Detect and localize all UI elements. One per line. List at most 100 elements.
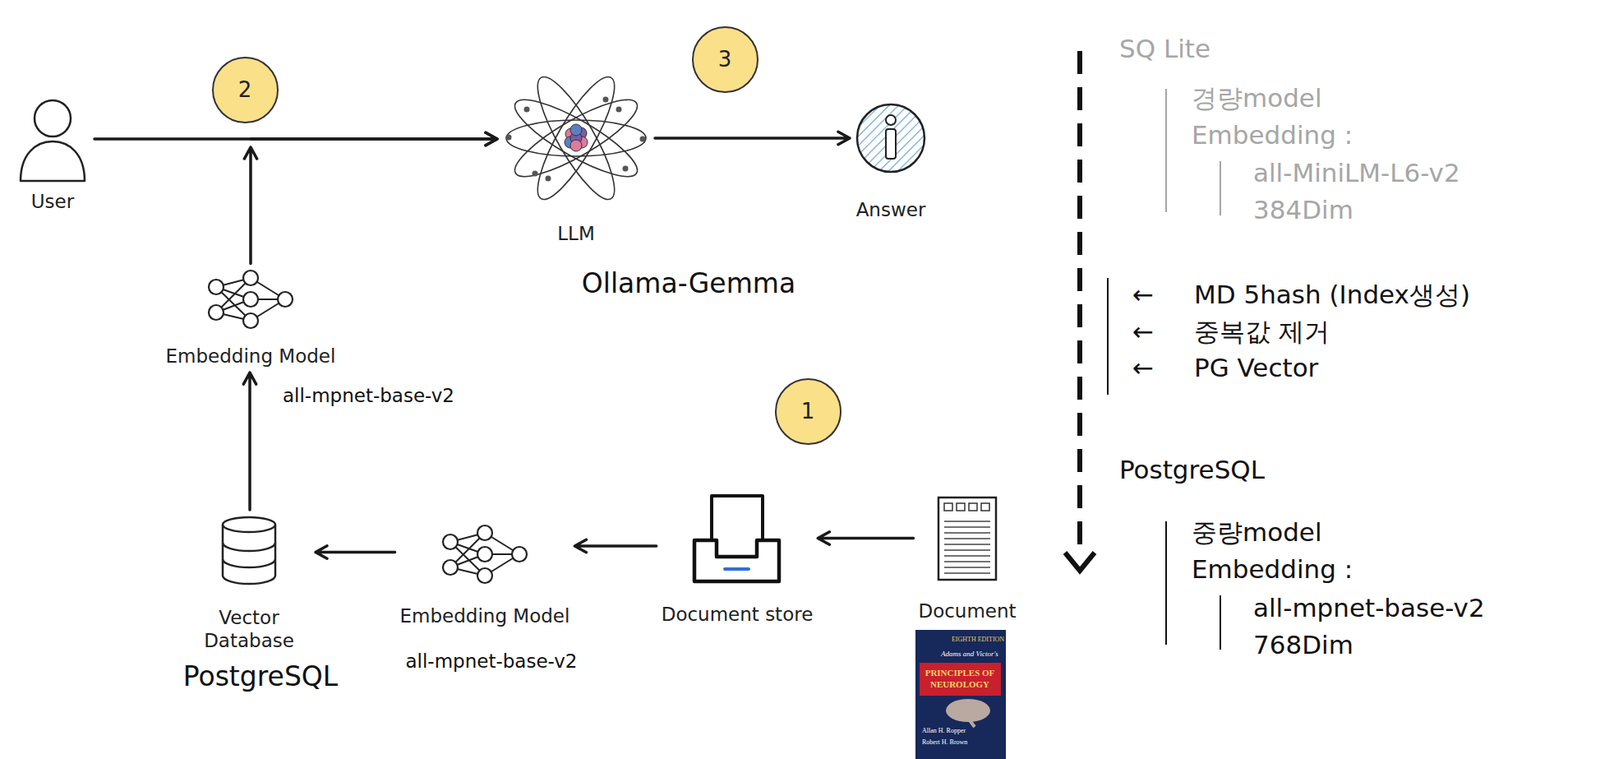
- atom-electron: [545, 175, 552, 182]
- flow-arrow: [654, 131, 850, 144]
- grey-bracket-bar: [1219, 161, 1222, 216]
- network-node: [243, 291, 259, 307]
- vector-database-node: Vector Database: [187, 514, 311, 652]
- doc-line: [944, 525, 991, 528]
- annotation-text: PostgreSQL: [1119, 454, 1265, 485]
- doc-box: [981, 502, 990, 511]
- doc-line: [944, 566, 991, 568]
- atom-electron: [603, 96, 609, 103]
- annotation-text: Embedding :: [1191, 553, 1353, 585]
- cylinder-body: [222, 524, 276, 584]
- book-brain-stem: [969, 719, 975, 727]
- node-label: Answer: [856, 198, 927, 222]
- callout-number: 3: [718, 48, 733, 70]
- node-label: Embedding Model: [165, 345, 337, 369]
- user-icon: [15, 95, 90, 185]
- info-stem: [885, 129, 896, 159]
- flow-dashed-line: [1077, 50, 1083, 553]
- network-node: [442, 534, 458, 549]
- flow-arrow: [315, 545, 396, 558]
- node-label: User: [31, 190, 74, 214]
- annotation-text: 중량model: [1191, 516, 1323, 548]
- doc-box: [944, 502, 953, 511]
- bracket-bar: [1219, 594, 1222, 650]
- annotation-text: 768Dim: [1253, 629, 1354, 660]
- annotation-text: Ollama-Gemma: [581, 267, 796, 300]
- annotation-text: all-MiniLM-L6-v2: [1253, 157, 1461, 189]
- network-node: [208, 304, 224, 320]
- callout-circle: 2: [212, 56, 279, 124]
- document-node: Document: [917, 494, 1016, 623]
- atom-electron: [616, 106, 623, 113]
- cylinder-top: [222, 516, 276, 532]
- info-icon: [854, 101, 927, 175]
- annotation-text: ←: [1132, 279, 1154, 310]
- annotation-text: ←: [1132, 352, 1154, 383]
- network-node: [477, 546, 493, 562]
- atom-orbit: [506, 87, 646, 189]
- bracket-bar: [1165, 521, 1167, 645]
- embedding-model-node: Embedding Model: [400, 523, 571, 628]
- embedding-model-node: Embedding Model: [165, 268, 337, 369]
- doc-box: [968, 502, 978, 511]
- annotation-text: Embedding :: [1191, 119, 1353, 151]
- node-label: Embedding Model: [400, 604, 571, 628]
- book-title-band: [919, 662, 1001, 696]
- flow-arrow: [817, 531, 913, 545]
- network-node: [477, 567, 493, 583]
- atom-orbit: [506, 87, 646, 189]
- inbox-tray: [694, 539, 780, 581]
- atom-nucleus: [570, 124, 582, 136]
- network-node: [243, 313, 259, 328]
- atom-orbit: [525, 68, 627, 208]
- node-label: Vector Database: [187, 606, 311, 652]
- annotation-text: 경량model: [1191, 82, 1323, 114]
- network-node: [208, 279, 224, 295]
- flow-arrowhead: [1065, 552, 1095, 571]
- annotation-text: Allan H. Ropper: [922, 726, 966, 735]
- annotation-text: Adams and Victor's: [940, 649, 999, 659]
- annotation-text: Robert H. Brown: [922, 737, 968, 747]
- atom-orbit: [525, 68, 627, 208]
- annotation-text: ←: [1132, 316, 1154, 347]
- book-cover: [915, 629, 1006, 759]
- inbox-icon: [690, 490, 784, 586]
- atom-electron: [640, 136, 646, 143]
- atom-electron: [506, 134, 512, 141]
- user-body: [20, 141, 85, 181]
- net-icon: [206, 268, 296, 331]
- info-dot: [885, 115, 896, 125]
- document-store-node: Document store: [661, 490, 814, 627]
- annotation-text: 중복값 제거: [1194, 316, 1330, 347]
- node-label: Document store: [661, 603, 814, 627]
- user-head: [34, 100, 71, 137]
- network-node: [442, 559, 458, 575]
- atom-electron: [524, 106, 531, 113]
- doc-line: [944, 537, 991, 540]
- callout-number: 2: [238, 78, 253, 101]
- annotation-text: PG Vector: [1194, 352, 1319, 383]
- node-label: Document: [917, 599, 1016, 623]
- callout-circle: 1: [774, 378, 842, 445]
- annotation-text: all-mpnet-base-v2: [1253, 592, 1485, 623]
- db-icon: [219, 514, 279, 586]
- annotation-text: all-mpnet-base-v2: [282, 384, 455, 408]
- answer-node: Answer: [854, 101, 927, 222]
- doc-line: [944, 560, 991, 563]
- info-circle: [857, 104, 925, 172]
- callout-number: 1: [801, 400, 816, 422]
- atom-icon: [502, 76, 651, 200]
- atom-electron: [532, 170, 539, 177]
- cylinder-ring: [222, 542, 276, 568]
- annotation-text: 384Dim: [1253, 194, 1354, 226]
- node-label: LLM: [557, 222, 595, 246]
- book-brain: [945, 698, 991, 722]
- llm-node: LLM: [502, 76, 651, 246]
- annotation-text: PRINCIPLES OF NEUROLOGY: [918, 667, 1001, 691]
- flow-arrow: [574, 539, 656, 552]
- annotation-text: MD 5hash (Index생성): [1194, 279, 1471, 310]
- doc-box: [956, 502, 965, 511]
- doc-line: [944, 520, 991, 522]
- net-icon: [440, 523, 530, 586]
- annotation-text: PostgreSQL: [183, 659, 338, 693]
